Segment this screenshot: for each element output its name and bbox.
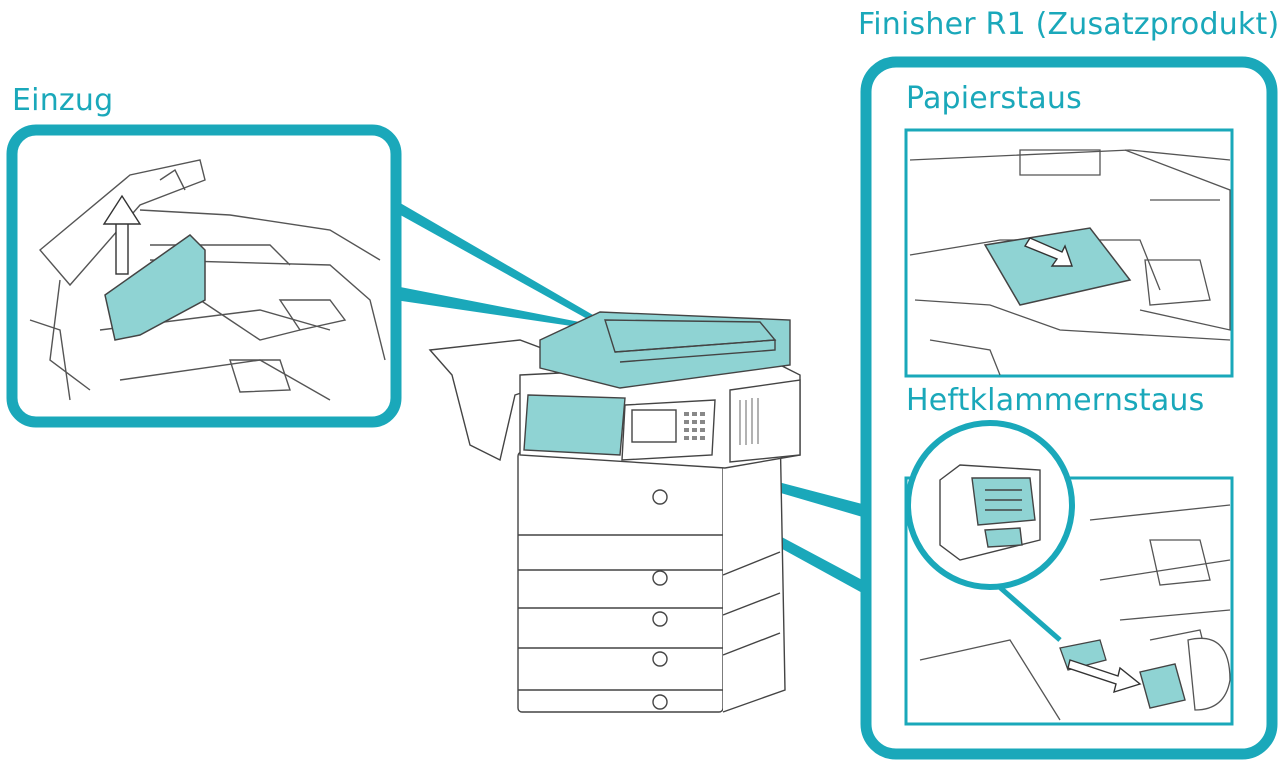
arrow-up-icon bbox=[102, 194, 142, 275]
papierstaus-title: Papierstaus bbox=[906, 81, 1082, 116]
papierstaus-panel bbox=[904, 128, 1234, 378]
heftklammernstaus-panel bbox=[904, 420, 1234, 726]
arrow-right-icon bbox=[1067, 659, 1142, 694]
heftklammernstaus-title: Heftklammernstaus bbox=[906, 383, 1205, 418]
einzug-jammed-paper bbox=[104, 234, 206, 341]
einzug-callout-connector-inner bbox=[395, 212, 600, 326]
arrow-down-icon bbox=[1023, 237, 1073, 267]
finisher-frame bbox=[860, 56, 1278, 760]
staple-cartridge bbox=[1139, 663, 1186, 709]
einzug-callout-connector bbox=[395, 200, 612, 332]
einzug-panel bbox=[6, 124, 402, 428]
copier-machine bbox=[428, 311, 801, 713]
einzug-title: Einzug bbox=[12, 83, 114, 118]
copier-front-cover bbox=[523, 394, 626, 456]
finisher-title: Finisher R1 (Zusatzprodukt) bbox=[858, 7, 1278, 42]
